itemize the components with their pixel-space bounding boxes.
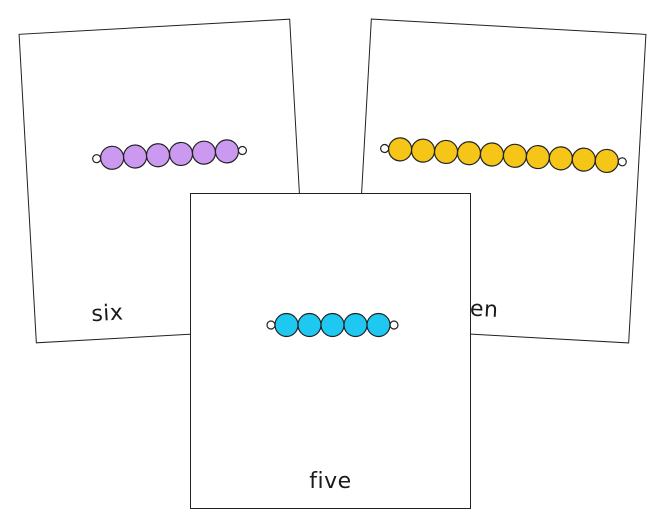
bar-end-loop-left	[266, 320, 276, 330]
bead	[548, 146, 573, 171]
bead	[525, 144, 550, 170]
bead	[100, 145, 125, 170]
bead-card-six: six	[18, 18, 308, 344]
bead	[366, 312, 391, 338]
card-label-six: six	[90, 300, 125, 328]
bead	[191, 140, 217, 165]
bead	[433, 139, 459, 165]
bead	[320, 312, 345, 338]
bead	[297, 312, 322, 338]
bar-end-loop-right	[237, 145, 248, 156]
bar-end-loop-left	[380, 143, 390, 154]
bead	[168, 141, 194, 167]
bead-bar-ten	[380, 137, 627, 174]
bead	[410, 138, 436, 163]
bead-bar-five	[266, 312, 399, 338]
bead	[274, 312, 299, 338]
bead	[456, 141, 482, 166]
bar-end-loop-right	[617, 157, 627, 167]
bead	[145, 143, 171, 168]
bead	[594, 148, 619, 174]
bead	[122, 144, 148, 169]
bead	[214, 139, 240, 164]
bar-end-loop-left	[92, 154, 102, 164]
bead-bar-six	[92, 139, 248, 170]
bead	[343, 312, 368, 338]
card-label-five: five	[309, 469, 352, 494]
bead	[388, 137, 413, 162]
bar-end-loop-right	[389, 320, 399, 330]
bead	[502, 143, 528, 168]
bead-card-five: five	[190, 193, 471, 509]
bead	[479, 142, 505, 167]
bead-card-ten: ten	[353, 18, 647, 344]
bead	[571, 147, 596, 172]
